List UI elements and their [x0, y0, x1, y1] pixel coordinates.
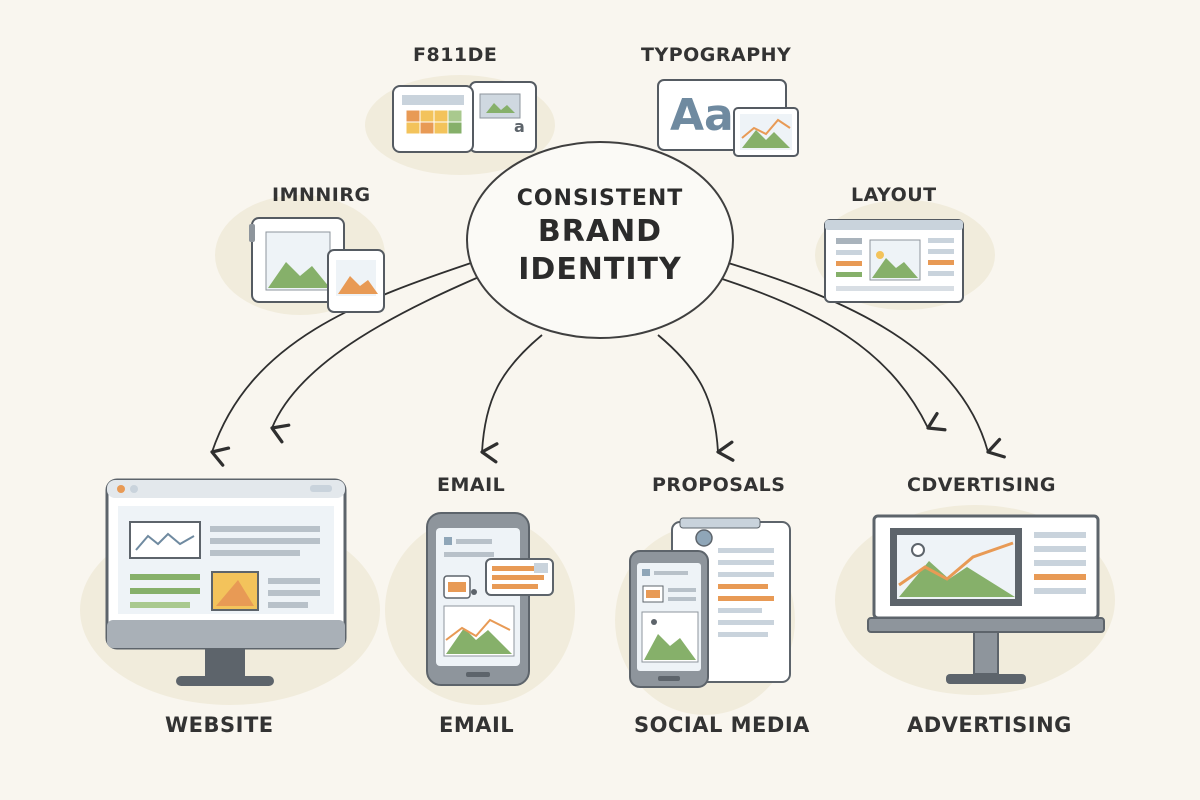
typography-icon: Aa [657, 79, 799, 157]
typography-glyph: Aa [670, 90, 734, 141]
label-color: F811DE [413, 44, 498, 66]
center-ellipse [466, 141, 734, 339]
color-palette-icon: a [392, 81, 537, 153]
connector-arrows [210, 259, 1006, 467]
svg-text:a: a [514, 117, 525, 136]
advertising-monitor-icon [867, 514, 1105, 684]
label-typography: TYPOGRAPHY [641, 44, 792, 66]
arrow-to-advertising-outer [724, 261, 1006, 459]
center-title-line2: BRAND [537, 214, 663, 249]
label-email: EMAIL [439, 713, 515, 737]
label-website: WEBSITE [165, 713, 274, 737]
arrow-to-website-outer [210, 259, 481, 467]
arrow-to-proposals [657, 334, 735, 462]
label-channel-email-top: EMAIL [437, 474, 506, 496]
arrow-to-advertising-inner [709, 274, 947, 432]
layout-icon [824, 219, 964, 303]
label-channel-advertising-top: CDVERTISING [907, 474, 1056, 496]
center-title: CONSISTENT BRAND IDENTITY [470, 185, 730, 289]
center-title-line3: IDENTITY [518, 252, 682, 287]
label-channel-proposals-top: PROPOSALS [652, 474, 786, 496]
label-imagery: IMNNIRG [272, 184, 371, 206]
center-title-line1: CONSISTENT [516, 186, 684, 211]
social-media-devices-icon [629, 517, 791, 688]
label-advertising: ADVERTISING [907, 713, 1072, 737]
imagery-icon [249, 217, 385, 313]
email-phone-icon [426, 512, 554, 686]
arrow-to-website-inner [270, 267, 501, 444]
label-social-media: SOCIAL MEDIA [634, 713, 810, 737]
website-monitor-icon [105, 478, 347, 686]
arrow-to-email [480, 334, 543, 464]
label-layout: LAYOUT [851, 184, 937, 206]
